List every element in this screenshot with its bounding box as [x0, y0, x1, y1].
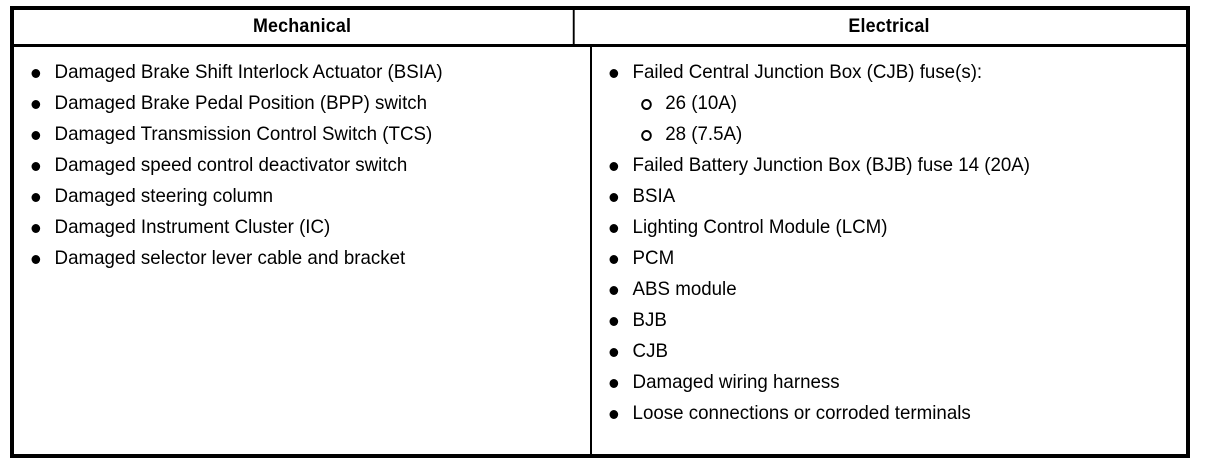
bullet-icon: [609, 192, 619, 202]
list-item: Damaged selector lever cable and bracket: [20, 243, 561, 274]
list-item: Failed Central Junction Box (CJB) fuse(s…: [598, 57, 1157, 88]
list-item-label: BJB: [632, 309, 667, 331]
list-item-label: Damaged Instrument Cluster (IC): [54, 216, 331, 238]
electrical-list: Failed Central Junction Box (CJB) fuse(s…: [598, 57, 1180, 429]
list-item: Damaged Brake Shift Interlock Actuator (…: [20, 57, 561, 88]
list-item-label: Damaged wiring harness: [632, 371, 840, 393]
list-item-label: Damaged steering column: [54, 185, 274, 207]
list-item-label: Loose connections or corroded terminals: [632, 402, 971, 424]
bullet-icon: [609, 347, 619, 357]
bullet-icon: [31, 192, 41, 202]
bullet-icon: [31, 99, 41, 109]
bullet-icon: [31, 161, 41, 171]
list-item-label: Damaged selector lever cable and bracket: [54, 247, 406, 269]
hollow-bullet-icon: [641, 129, 652, 141]
list-item-label: ABS module: [632, 278, 737, 300]
column-header-electrical: Electrical: [848, 16, 930, 37]
list-item: PCM: [598, 243, 1157, 274]
column-header-mechanical: Mechanical: [31, 10, 575, 44]
table-body-row: Damaged Brake Shift Interlock Actuator (…: [14, 47, 1186, 454]
bullet-icon: [31, 130, 41, 140]
bullet-icon: [609, 161, 619, 171]
list-item: ABS module: [598, 274, 1157, 305]
list-item: Damaged Instrument Cluster (IC): [20, 212, 561, 243]
bullet-icon: [31, 223, 41, 233]
bullet-icon: [609, 316, 619, 326]
sub-list-item-label: 28 (7.5A): [665, 123, 743, 145]
list-item: Loose connections or corroded terminals: [598, 398, 1157, 429]
sub-list-container: 26 (10A) 28 (7.5A): [598, 88, 1180, 150]
list-item-label: Damaged Brake Pedal Position (BPP) switc…: [54, 92, 428, 114]
list-item-label: BSIA: [632, 185, 676, 207]
list-item: BJB: [598, 305, 1157, 336]
hollow-bullet-icon: [641, 98, 652, 110]
cell-mechanical: Damaged Brake Shift Interlock Actuator (…: [14, 47, 592, 454]
list-item: CJB: [598, 336, 1157, 367]
list-item: Damaged speed control deactivator switch: [20, 150, 561, 181]
list-item-label: Damaged Brake Shift Interlock Actuator (…: [54, 61, 443, 83]
bullet-icon: [31, 68, 41, 78]
bullet-icon: [609, 68, 619, 78]
list-item: Lighting Control Module (LCM): [598, 212, 1157, 243]
list-item-label: Failed Central Junction Box (CJB) fuse(s…: [632, 61, 983, 83]
bullet-icon: [31, 254, 41, 264]
sub-list-item: 28 (7.5A): [598, 119, 1157, 150]
list-item-label: Damaged speed control deactivator switch: [54, 154, 408, 176]
list-item: Damaged steering column: [20, 181, 561, 212]
list-item-label: PCM: [632, 247, 675, 269]
list-item: Failed Battery Junction Box (BJB) fuse 1…: [598, 150, 1157, 181]
list-item-label: Lighting Control Module (LCM): [632, 216, 888, 238]
sub-list-item: 26 (10A): [598, 88, 1157, 119]
list-item-label: CJB: [632, 340, 668, 362]
list-item-label: Damaged Transmission Control Switch (TCS…: [54, 123, 433, 145]
list-item: Damaged Transmission Control Switch (TCS…: [20, 119, 561, 150]
bullet-icon: [609, 409, 619, 419]
cjb-fuse-sub-list: 26 (10A) 28 (7.5A): [598, 88, 1180, 150]
list-item: BSIA: [598, 181, 1157, 212]
list-item: Damaged wiring harness: [598, 367, 1157, 398]
bullet-icon: [609, 223, 619, 233]
bullet-icon: [609, 254, 619, 264]
cause-table: Mechanical Electrical Damaged Brake Shif…: [10, 6, 1190, 458]
list-item-label: Failed Battery Junction Box (BJB) fuse 1…: [632, 154, 1031, 176]
table-header-row: Mechanical Electrical: [14, 10, 1186, 47]
mechanical-list: Damaged Brake Shift Interlock Actuator (…: [20, 57, 584, 274]
cell-electrical: Failed Central Junction Box (CJB) fuse(s…: [592, 47, 1186, 454]
bullet-icon: [609, 285, 619, 295]
list-item: Damaged Brake Pedal Position (BPP) switc…: [20, 88, 561, 119]
sub-list-item-label: 26 (10A): [665, 92, 738, 114]
bullet-icon: [609, 378, 619, 388]
